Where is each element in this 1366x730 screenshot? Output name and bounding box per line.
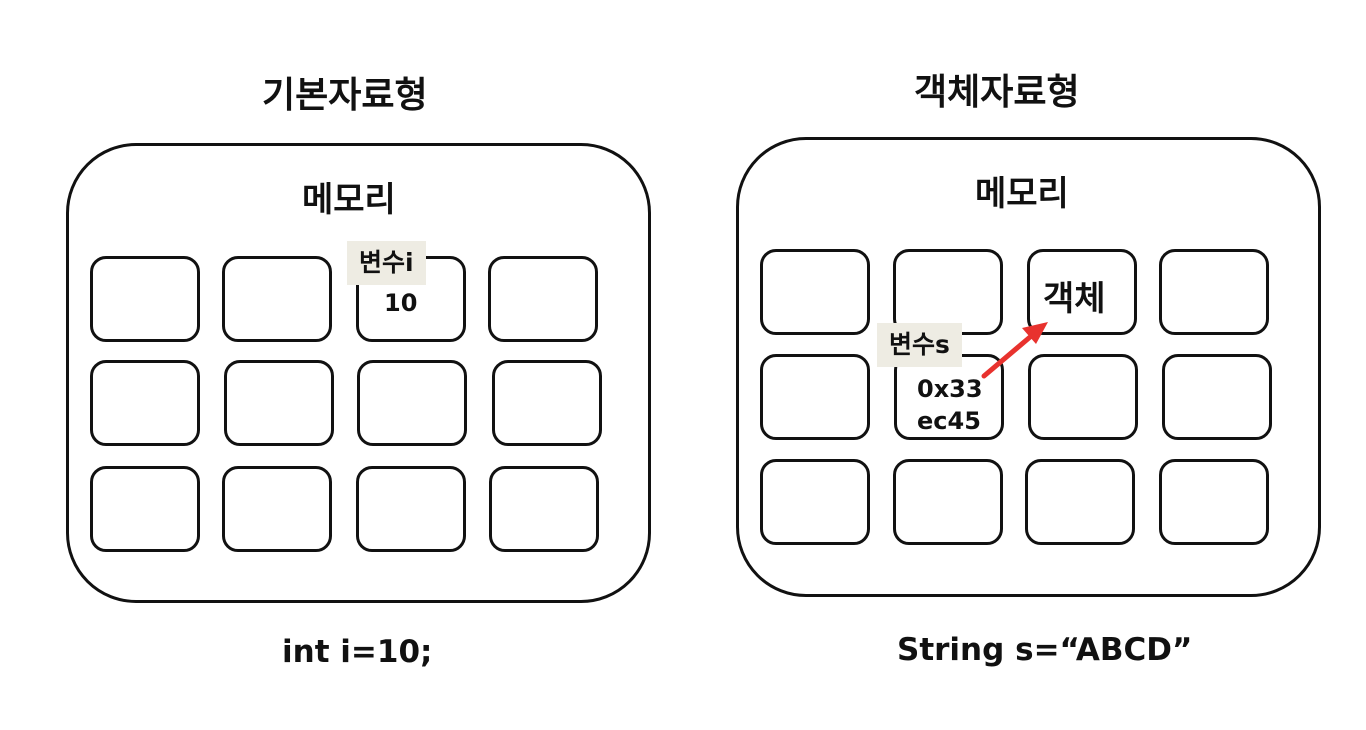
- memory-cell: [222, 256, 332, 342]
- object-memory-label: 메모리: [975, 174, 1069, 214]
- memory-cell: [1028, 354, 1138, 440]
- memory-cell: [1025, 459, 1135, 545]
- object-memory-box: [736, 137, 1321, 597]
- memory-cell: [489, 466, 599, 552]
- variable-s-tag: 변수s: [877, 323, 962, 367]
- memory-cell: [492, 360, 602, 446]
- memory-cell: [90, 360, 200, 446]
- object-cell: [1027, 249, 1137, 335]
- variable-s-address-line1: 0x33: [917, 375, 983, 403]
- memory-cell: [1159, 249, 1269, 335]
- primitive-memory-box: [66, 143, 651, 603]
- memory-cell: [760, 459, 870, 545]
- memory-cell: [893, 459, 1003, 545]
- primitive-memory-label: 메모리: [302, 180, 396, 220]
- variable-i-value: 10: [384, 289, 418, 317]
- primitive-type-title: 기본자료형: [262, 75, 428, 116]
- variable-i-tag: 변수i: [347, 241, 426, 285]
- primitive-code: int i=10;: [282, 634, 433, 670]
- memory-cell: [488, 256, 598, 342]
- memory-cell: [760, 249, 870, 335]
- object-code: String s=“ABCD”: [897, 632, 1193, 668]
- memory-cell: [760, 354, 870, 440]
- memory-cell: [222, 466, 332, 552]
- memory-cell: [357, 360, 467, 446]
- variable-s-address-line2: ec45: [917, 407, 981, 435]
- memory-cell: [1159, 459, 1269, 545]
- object-label: 객체: [1043, 279, 1106, 319]
- object-type-title: 객체자료형: [914, 72, 1080, 113]
- memory-cell: [1162, 354, 1272, 440]
- memory-cell: [893, 249, 1003, 335]
- memory-cell: [90, 466, 200, 552]
- memory-cell: [90, 256, 200, 342]
- memory-cell: [356, 466, 466, 552]
- memory-cell: [224, 360, 334, 446]
